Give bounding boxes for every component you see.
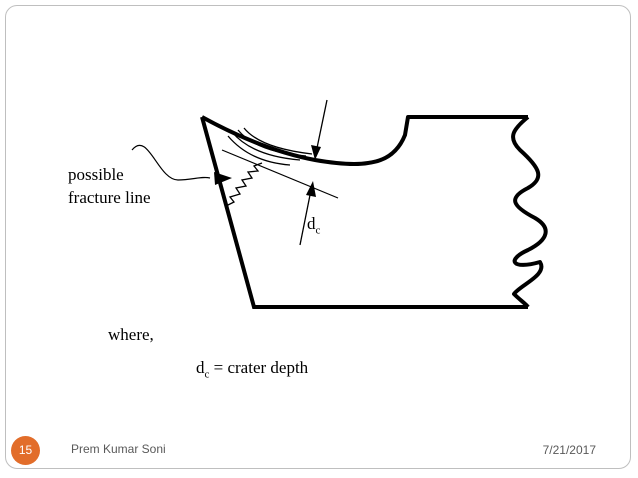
break-line — [511, 115, 548, 309]
dc-arrow-top-head — [311, 145, 321, 160]
crater-depth-definition: dc = crater depth — [196, 358, 308, 380]
dc-arrow-bottom-shaft — [299, 194, 311, 246]
dc-symbol: d — [307, 214, 316, 233]
fracture-label-line-2: fracture line — [68, 188, 151, 207]
fracture-line-label: possible fracture line — [68, 163, 151, 209]
fracture-label-line-1: possible — [68, 165, 124, 184]
eq-subscript: c — [204, 368, 210, 381]
where-text: where, — [108, 325, 154, 344]
crack-line-2 — [237, 129, 307, 157]
crack-line-1 — [231, 131, 301, 161]
crack-line-3 — [243, 127, 313, 155]
slide-frame — [5, 5, 631, 469]
fracture-pointer-head — [214, 172, 232, 185]
eq-definition: = crater depth — [209, 358, 309, 377]
dc-arrow-bottom-head — [306, 181, 316, 197]
dc-arrow-top-shaft — [316, 99, 328, 149]
tool-outline — [200, 116, 528, 309]
slide-number-badge: 15 — [11, 436, 40, 465]
fracture-jag — [225, 162, 263, 207]
crack-line-4 — [227, 135, 291, 166]
footer-author: Prem Kumar Soni — [71, 442, 166, 456]
eq-symbol: d — [196, 358, 205, 377]
footer-date: 7/21/2017 — [542, 443, 596, 457]
reference-line — [221, 149, 339, 199]
dc-subscript: c — [315, 224, 321, 237]
dc-diagram-label: dc — [307, 214, 320, 236]
fracture-pointer — [131, 144, 211, 181]
